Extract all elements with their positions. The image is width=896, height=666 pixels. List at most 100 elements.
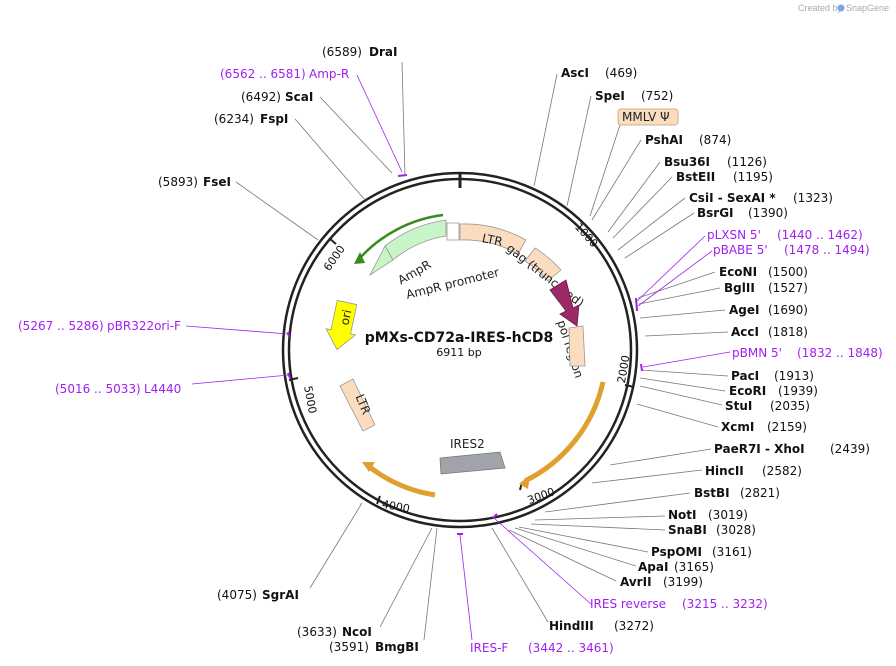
site-pos-asci: (469) <box>605 66 637 80</box>
site-pos-hindiii: (3272) <box>614 619 654 633</box>
leader-ires-reverse <box>494 518 592 605</box>
ori-feature <box>325 299 358 351</box>
site-name-ecori[interactable]: EcoRI <box>729 384 766 398</box>
leader-asci <box>533 73 558 187</box>
site-name-apai[interactable]: ApaI <box>638 560 668 574</box>
primer-name-pbmn[interactable]: pBMN 5' <box>732 346 782 360</box>
site-name-fspi[interactable]: FspI <box>260 112 288 126</box>
site-pos-bglii: (1527) <box>768 281 808 295</box>
leader-agei <box>639 309 726 319</box>
primer-name-pbabe[interactable]: pBABE 5' <box>713 243 768 257</box>
site-pos-sgrai: (4075) <box>217 588 257 602</box>
site-name-sgrai[interactable]: SgrAI <box>262 588 299 602</box>
primer-name-l4440[interactable]: L4440 <box>144 382 181 396</box>
site-name-drai[interactable]: DraI <box>369 45 397 59</box>
ampr-outline-arrow <box>359 213 444 259</box>
primer-range-pbmn: (1832 .. 1848) <box>797 346 883 360</box>
site-name-csii-sexai[interactable]: CsiI - SexAI * <box>689 191 776 205</box>
primer-range-pbr322ori: (5267 .. 5286) <box>18 319 104 333</box>
site-name-stui[interactable]: StuI <box>725 399 752 413</box>
site-name-bstbi[interactable]: BstBI <box>694 486 730 500</box>
site-name-bsu36i[interactable]: Bsu36I <box>664 155 710 169</box>
site-pos-noti: (3019) <box>708 508 748 522</box>
gag-feature <box>524 247 562 282</box>
ori-label: ori <box>337 308 354 326</box>
snapgene-logo-icon <box>837 4 845 12</box>
plasmid-name: pMXs-CD72a-IRES-hCD8 <box>365 330 554 346</box>
site-name-pshai[interactable]: PshAI <box>645 133 683 147</box>
site-name-scai[interactable]: ScaI <box>285 90 313 104</box>
site-name-noti[interactable]: NotI <box>668 508 697 522</box>
site-pos-bmgbi: (3591) <box>329 640 369 654</box>
site-pos-scai: (6492) <box>241 90 281 104</box>
primer-range-plxsn: (1440 .. 1462) <box>777 228 863 242</box>
ampr-arrowhead-icon <box>368 245 394 277</box>
ires2-label: IRES2 <box>450 437 485 451</box>
leader-ncoi <box>379 527 433 628</box>
site-name-hincii[interactable]: HincII <box>705 464 744 478</box>
site-name-paer7i-xhoi[interactable]: PaeR7I - XhoI <box>714 442 805 456</box>
site-pos-fspi: (6234) <box>214 112 254 126</box>
amp-r-mark <box>397 174 408 177</box>
hcd8-cds-arrow <box>365 463 436 498</box>
leader-pbmn <box>642 351 731 368</box>
l4440-mark <box>287 372 291 379</box>
site-name-spei[interactable]: SpeI <box>595 89 625 103</box>
primer-name-pbr322ori[interactable]: pBR322ori-F <box>107 319 181 333</box>
primer-name-amp-r[interactable]: Amp-R <box>309 67 349 81</box>
site-name-avrii[interactable]: AvrII <box>620 575 652 589</box>
tick-label-6000: 6000 <box>321 243 348 273</box>
tick-label-3000: 3000 <box>526 485 557 507</box>
leader-pbabe <box>637 250 713 307</box>
primer-range-amp-r: (6562 .. 6581) <box>220 67 306 81</box>
tick-mark-1000 <box>588 235 595 247</box>
site-name-hindiii[interactable]: HindIII <box>549 619 594 633</box>
tick-mark-5000 <box>288 377 299 381</box>
leader-stui <box>639 385 723 406</box>
site-name-pspomi[interactable]: PspOMI <box>651 545 702 559</box>
site-pos-econi: (1500) <box>768 265 808 279</box>
leader-noti <box>534 515 666 521</box>
site-pos-pspomi: (3161) <box>712 545 752 559</box>
leader-bsrgi <box>624 212 695 259</box>
site-name-bsrgi[interactable]: BsrGI <box>697 206 734 220</box>
primer-range-ires-reverse: (3215 .. 3232) <box>682 597 768 611</box>
ires2-feature <box>439 451 506 475</box>
leader-hincii <box>591 469 703 484</box>
cd72a-cds-arrow <box>523 381 606 484</box>
site-name-agei[interactable]: AgeI <box>729 303 759 317</box>
site-name-bsteii[interactable]: BstEII <box>676 170 715 184</box>
site-name-snabi[interactable]: SnaBI <box>668 523 707 537</box>
leader-mmlv <box>589 124 621 217</box>
site-name-bglii[interactable]: BglII <box>724 281 755 295</box>
site-name-ncoi[interactable]: NcoI <box>342 625 372 639</box>
site-name-xcmi[interactable]: XcmI <box>721 420 754 434</box>
leader-csii <box>617 197 686 251</box>
leader-bsteii <box>612 176 673 239</box>
primer-name-ires-reverse[interactable]: IRES reverse <box>590 597 666 611</box>
primer-name-ires-f[interactable]: IRES-F <box>470 641 508 655</box>
leader-bstbi <box>544 492 691 513</box>
leader-pspomi <box>518 526 649 553</box>
mmlv-psi-label: MMLV Ψ <box>622 110 670 124</box>
site-name-paci[interactable]: PacI <box>731 369 759 383</box>
leader-bmgbi <box>423 527 438 641</box>
leader-fspi <box>294 118 366 201</box>
site-pos-acci: (1818) <box>768 325 808 339</box>
site-pos-drai: (6589) <box>322 45 362 59</box>
site-name-asci[interactable]: AscI <box>561 66 589 80</box>
leader-snabi <box>530 523 666 531</box>
leader-drai <box>401 61 406 176</box>
tick-mark-6000 <box>328 237 337 245</box>
site-name-bmgbi[interactable]: BmgBI <box>375 640 419 654</box>
primer-name-plxsn[interactable]: pLXSN 5' <box>707 228 761 242</box>
leader-spei <box>566 95 592 207</box>
tick-label-5000: 5000 <box>301 385 319 415</box>
leader-avrii <box>508 529 617 582</box>
site-pos-spei: (752) <box>641 89 673 103</box>
site-name-fsei[interactable]: FseI <box>203 175 231 189</box>
site-name-econi[interactable]: EcoNI <box>719 265 757 279</box>
site-pos-stui: (2035) <box>770 399 810 413</box>
site-name-acci[interactable]: AccI <box>731 325 759 339</box>
